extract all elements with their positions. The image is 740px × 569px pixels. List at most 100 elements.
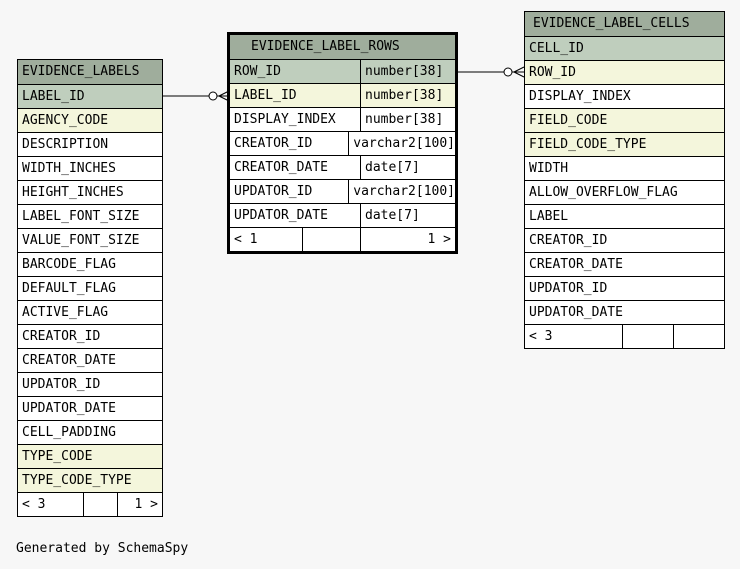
column-row[interactable]: ROW_ID number[38] [230,60,455,84]
column-row[interactable]: TYPE_CODE_TYPE [18,469,162,493]
column-row[interactable]: CREATOR_ID [525,229,724,253]
column-row[interactable]: CREATOR_DATE date[7] [230,156,455,180]
column-row[interactable]: DEFAULT_FLAG [18,277,162,301]
column-row[interactable]: ROW_ID [525,61,724,85]
column-name: CREATOR_DATE [22,353,116,368]
parent-count[interactable]: < 1 [234,232,258,247]
table-title[interactable]: EVIDENCE_LABELS [18,60,162,85]
child-count[interactable]: 1 > [117,493,162,516]
column-row[interactable]: UPDATOR_ID varchar2[100] [230,180,455,204]
column-row[interactable]: LABEL_ID [18,85,162,109]
footer-spacer [622,325,673,348]
column-name: CELL_ID [529,41,584,56]
crows-foot-lower [513,71,525,78]
column-name: AGENCY_CODE [22,113,109,128]
column-row[interactable]: UPDATOR_DATE [525,301,724,325]
column-name: TYPE_CODE_TYPE [22,473,132,488]
column-name: UPDATOR_ID [234,184,313,199]
column-type: number[38] [360,84,455,107]
column-type: number[38] [360,60,455,83]
footer-spacer [302,228,360,251]
column-name: DESCRIPTION [22,137,109,152]
generated-by-label: Generated by SchemaSpy [16,541,189,556]
column-row[interactable]: AGENCY_CODE [18,109,162,133]
relation-optional-marker [503,67,513,77]
column-row[interactable]: LABEL_FONT_SIZE [18,205,162,229]
column-name: BARCODE_FLAG [22,257,116,272]
column-type: number[38] [360,108,455,131]
column-name: DISPLAY_INDEX [234,112,336,127]
column-name: LABEL_FONT_SIZE [22,209,140,224]
relation-optional-marker [208,91,218,101]
column-row[interactable]: BARCODE_FLAG [18,253,162,277]
column-name: UPDATOR_ID [529,281,608,296]
table-evidence-labels[interactable]: EVIDENCE_LABELS LABEL_ID AGENCY_CODE DESCR… [17,59,163,517]
column-row[interactable]: DISPLAY_INDEX number[38] [230,108,455,132]
column-type: varchar2[100] [348,180,455,203]
column-name: WIDTH_INCHES [22,161,116,176]
crows-foot-upper [513,66,525,73]
child-count[interactable] [673,325,724,348]
column-list: LABEL_ID AGENCY_CODE DESCRIPTION WIDTH_INCH… [18,85,162,493]
column-row[interactable]: CELL_PADDING [18,421,162,445]
column-row[interactable]: UPDATOR_DATE date[7] [230,204,455,228]
column-type: date[7] [360,204,455,227]
footer-spacer [83,493,117,516]
column-name: HEIGHT_INCHES [22,185,124,200]
column-row[interactable]: FIELD_CODE_TYPE [525,133,724,157]
column-name: LABEL_ID [234,88,297,103]
column-name: CREATOR_ID [234,136,313,151]
column-row[interactable]: HEIGHT_INCHES [18,181,162,205]
column-row[interactable]: CREATOR_ID [18,325,162,349]
table-footer: < 3 [525,325,724,348]
column-row[interactable]: CREATOR_ID varchar2[100] [230,132,455,156]
column-row[interactable]: ACTIVE_FLAG [18,301,162,325]
column-row[interactable]: UPDATOR_ID [525,277,724,301]
column-row[interactable]: LABEL [525,205,724,229]
parent-count[interactable]: < 3 [22,497,46,512]
column-name: DEFAULT_FLAG [22,281,116,296]
column-name: CREATOR_ID [22,329,101,344]
column-type: date[7] [360,156,455,179]
table-title[interactable]: EVIDENCE_LABEL_ROWS [230,35,455,60]
column-name: CREATOR_ID [529,233,608,248]
column-name: ALLOW_OVERFLOW_FLAG [529,185,678,200]
column-row[interactable]: CREATOR_DATE [525,253,724,277]
column-row[interactable]: WIDTH_INCHES [18,157,162,181]
child-count[interactable]: 1 > [360,228,455,251]
column-name: TYPE_CODE [22,449,93,464]
column-row[interactable]: ALLOW_OVERFLOW_FLAG [525,181,724,205]
table-footer: < 3 1 > [18,493,162,516]
column-name: UPDATOR_DATE [22,401,116,416]
column-row[interactable]: CELL_ID [525,37,724,61]
column-row[interactable]: FIELD_CODE [525,109,724,133]
column-name: ROW_ID [529,65,576,80]
column-name: ACTIVE_FLAG [22,305,109,320]
column-name: VALUE_FONT_SIZE [22,233,140,248]
column-row[interactable]: DESCRIPTION [18,133,162,157]
column-name: DISPLAY_INDEX [529,89,631,104]
column-row[interactable]: WIDTH [525,157,724,181]
column-row[interactable]: UPDATOR_ID [18,373,162,397]
column-row[interactable]: LABEL_ID number[38] [230,84,455,108]
column-name: CREATOR_DATE [234,160,328,175]
table-evidence-label-cells[interactable]: EVIDENCE_LABEL_CELLS CELL_ID ROW_ID DISPLA… [524,11,725,349]
column-row[interactable]: DISPLAY_INDEX [525,85,724,109]
column-row[interactable]: CREATOR_DATE [18,349,162,373]
parent-count[interactable]: < 3 [529,329,553,344]
column-name: WIDTH [529,161,569,176]
column-name: UPDATOR_DATE [234,208,328,223]
column-row[interactable]: TYPE_CODE [18,445,162,469]
column-name: LABEL_ID [22,89,85,104]
column-row[interactable]: VALUE_FONT_SIZE [18,229,162,253]
column-row[interactable]: UPDATOR_DATE [18,397,162,421]
column-name: UPDATOR_DATE [529,305,623,320]
column-name: ROW_ID [234,64,281,79]
column-type: varchar2[100] [348,132,455,155]
table-footer: < 1 1 > [230,228,455,251]
table-title[interactable]: EVIDENCE_LABEL_CELLS [525,12,724,37]
